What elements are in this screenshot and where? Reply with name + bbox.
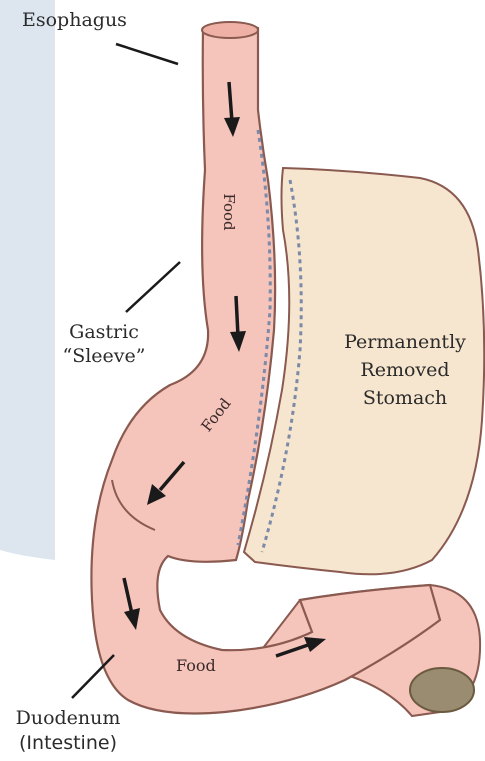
gastric-sleeve-label-line1: Gastric	[44, 320, 164, 344]
removed-stomach-label-line1: Permanently	[330, 330, 480, 354]
gastric-sleeve-pointer	[126, 262, 180, 312]
esophagus-label: Esophagus	[22, 8, 127, 32]
removed-stomach-label-line3: Stomach	[330, 386, 480, 410]
duodenum-label-line2: (Intestine)	[0, 731, 136, 755]
esophagus-opening	[202, 22, 258, 38]
esophagus-pointer	[116, 44, 178, 64]
food-label-lower: Food	[176, 654, 216, 678]
removed-stomach-label-line2: Removed	[330, 358, 480, 382]
duodenum-label-line1: Duodenum	[0, 706, 136, 730]
background-panel	[0, 0, 55, 560]
food-label-upper: Food	[220, 193, 238, 231]
intestine-opening	[410, 668, 474, 712]
gastric-sleeve-label-line2: “Sleeve”	[44, 344, 164, 368]
